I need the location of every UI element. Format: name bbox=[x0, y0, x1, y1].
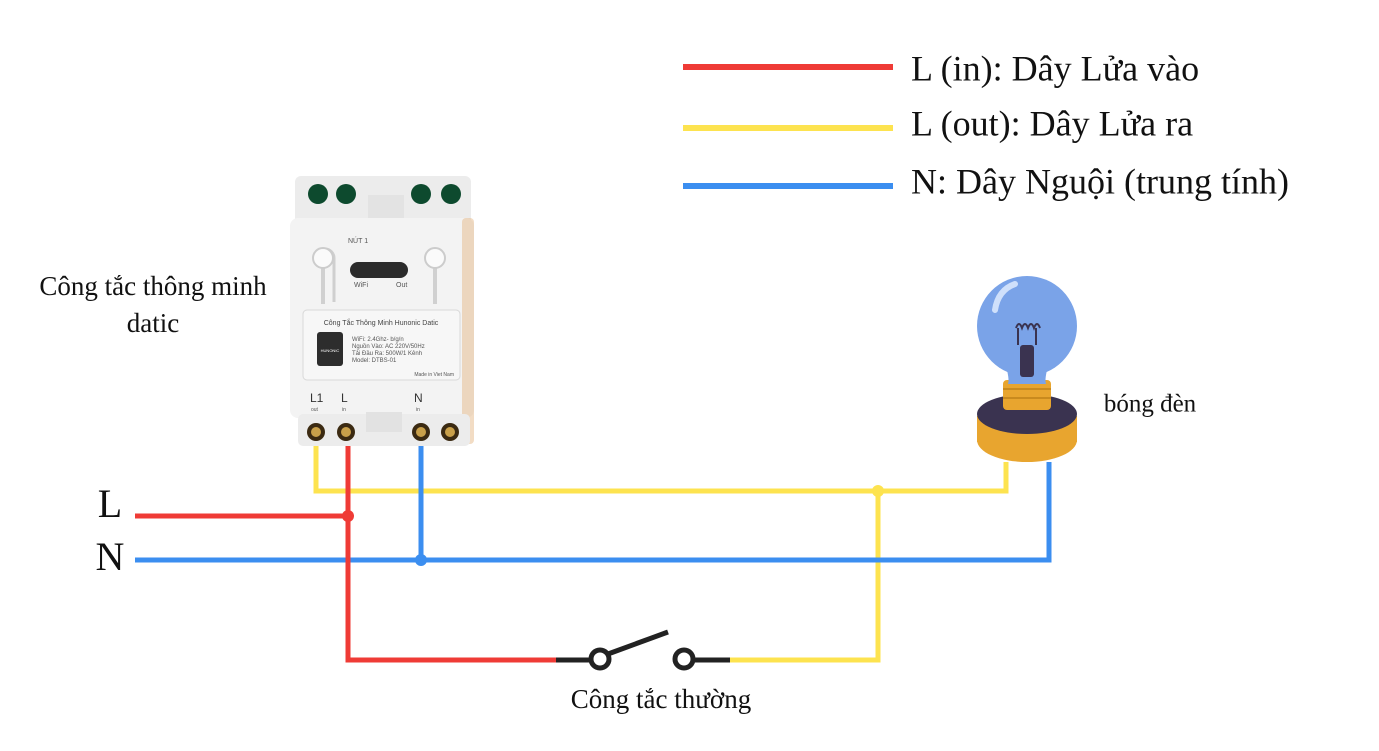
left-slot-bar bbox=[321, 262, 325, 304]
bulb-filament-stem bbox=[1020, 345, 1034, 377]
device-button-label: NÚT 1 bbox=[348, 236, 368, 245]
device-spec-input: Nguồn Vào: AC 220V/50Hz bbox=[352, 344, 425, 350]
wire-neutral-line bbox=[135, 462, 1052, 563]
device-spec-wifi: WiFi: 2.4Ghz- b/g/n bbox=[352, 337, 404, 343]
junction-live bbox=[342, 510, 354, 522]
switch-lever bbox=[607, 629, 669, 657]
device-push-button bbox=[350, 262, 408, 278]
right-slot-head bbox=[424, 247, 446, 269]
switch-contact-right bbox=[672, 647, 696, 671]
bottom-terminal-n-screw bbox=[416, 427, 426, 437]
smart-switch-label-line1: Công tắc thông minh bbox=[39, 271, 267, 301]
device-wifi-label: WiFi bbox=[354, 282, 368, 289]
legend-label-neutral: N: Dây Nguội (trung tính) bbox=[911, 161, 1289, 201]
junction-live-out bbox=[872, 485, 884, 497]
line-label-N: N bbox=[96, 534, 125, 579]
terminal-label-l1-sub: out bbox=[311, 407, 319, 413]
bulb-screw bbox=[1003, 380, 1051, 410]
bottom-terminal-4-screw bbox=[445, 427, 455, 437]
regular-switch-symbol bbox=[556, 629, 730, 671]
wire-live-in-device bbox=[345, 432, 558, 663]
device-bottom-notch bbox=[366, 412, 402, 432]
smart-switch-device: NÚT 1 WiFi Out Công Tắc Thông Minh Hunon… bbox=[290, 176, 474, 446]
regular-switch-label: Công tắc thường bbox=[571, 684, 751, 714]
device-spec-model: Model: DTBS-01 bbox=[352, 358, 397, 364]
legend-label-live-in: L (in): Dây Lửa vào bbox=[911, 48, 1199, 88]
wire-live-out-switch bbox=[728, 491, 881, 663]
bulb-highlight bbox=[992, 281, 1018, 313]
legend-label-live-out: L (out): Dây Lửa ra bbox=[911, 103, 1193, 143]
smart-switch-label-line2: datic bbox=[127, 308, 179, 338]
terminal-label-n: N bbox=[414, 391, 423, 405]
device-logo-brand: HUNONIC bbox=[321, 348, 340, 353]
terminal-label-l1: L1 bbox=[310, 391, 324, 405]
wires bbox=[135, 432, 1052, 663]
wire-live-out-top bbox=[313, 432, 1009, 494]
device-panel-title: Công Tắc Thông Minh Hunonic Datic bbox=[324, 318, 439, 327]
terminal-label-l-sub: in bbox=[342, 407, 346, 413]
top-terminal-4 bbox=[441, 184, 461, 204]
device-out-label: Out bbox=[396, 282, 407, 289]
terminal-label-l: L bbox=[341, 391, 348, 405]
junction-neutral bbox=[415, 554, 427, 566]
line-label-L: L bbox=[98, 481, 122, 526]
legend: L (in): Dây Lửa vào L (out): Dây Lửa ra … bbox=[683, 48, 1289, 201]
terminal-label-n-sub: in bbox=[416, 407, 420, 413]
bulb-label: bóng đèn bbox=[1104, 391, 1197, 418]
top-terminal-1 bbox=[308, 184, 328, 204]
right-slot-bar bbox=[433, 262, 437, 304]
bottom-terminal-l-screw bbox=[341, 427, 351, 437]
device-body-shade bbox=[462, 218, 474, 444]
device-spec-load: Tải Đầu Ra: 500W/1 Kênh bbox=[352, 351, 422, 357]
left-slot-head bbox=[312, 247, 334, 269]
device-logo bbox=[317, 332, 343, 366]
device-made-in: Made in Viet Nam bbox=[414, 372, 454, 378]
bottom-terminal-l1-screw bbox=[311, 427, 321, 437]
top-terminal-3 bbox=[411, 184, 431, 204]
switch-contact-left bbox=[588, 647, 612, 671]
light-bulb bbox=[977, 276, 1077, 462]
bulb-filament bbox=[1015, 323, 1041, 345]
top-terminal-2 bbox=[336, 184, 356, 204]
bulb-socket-top bbox=[977, 394, 1077, 434]
